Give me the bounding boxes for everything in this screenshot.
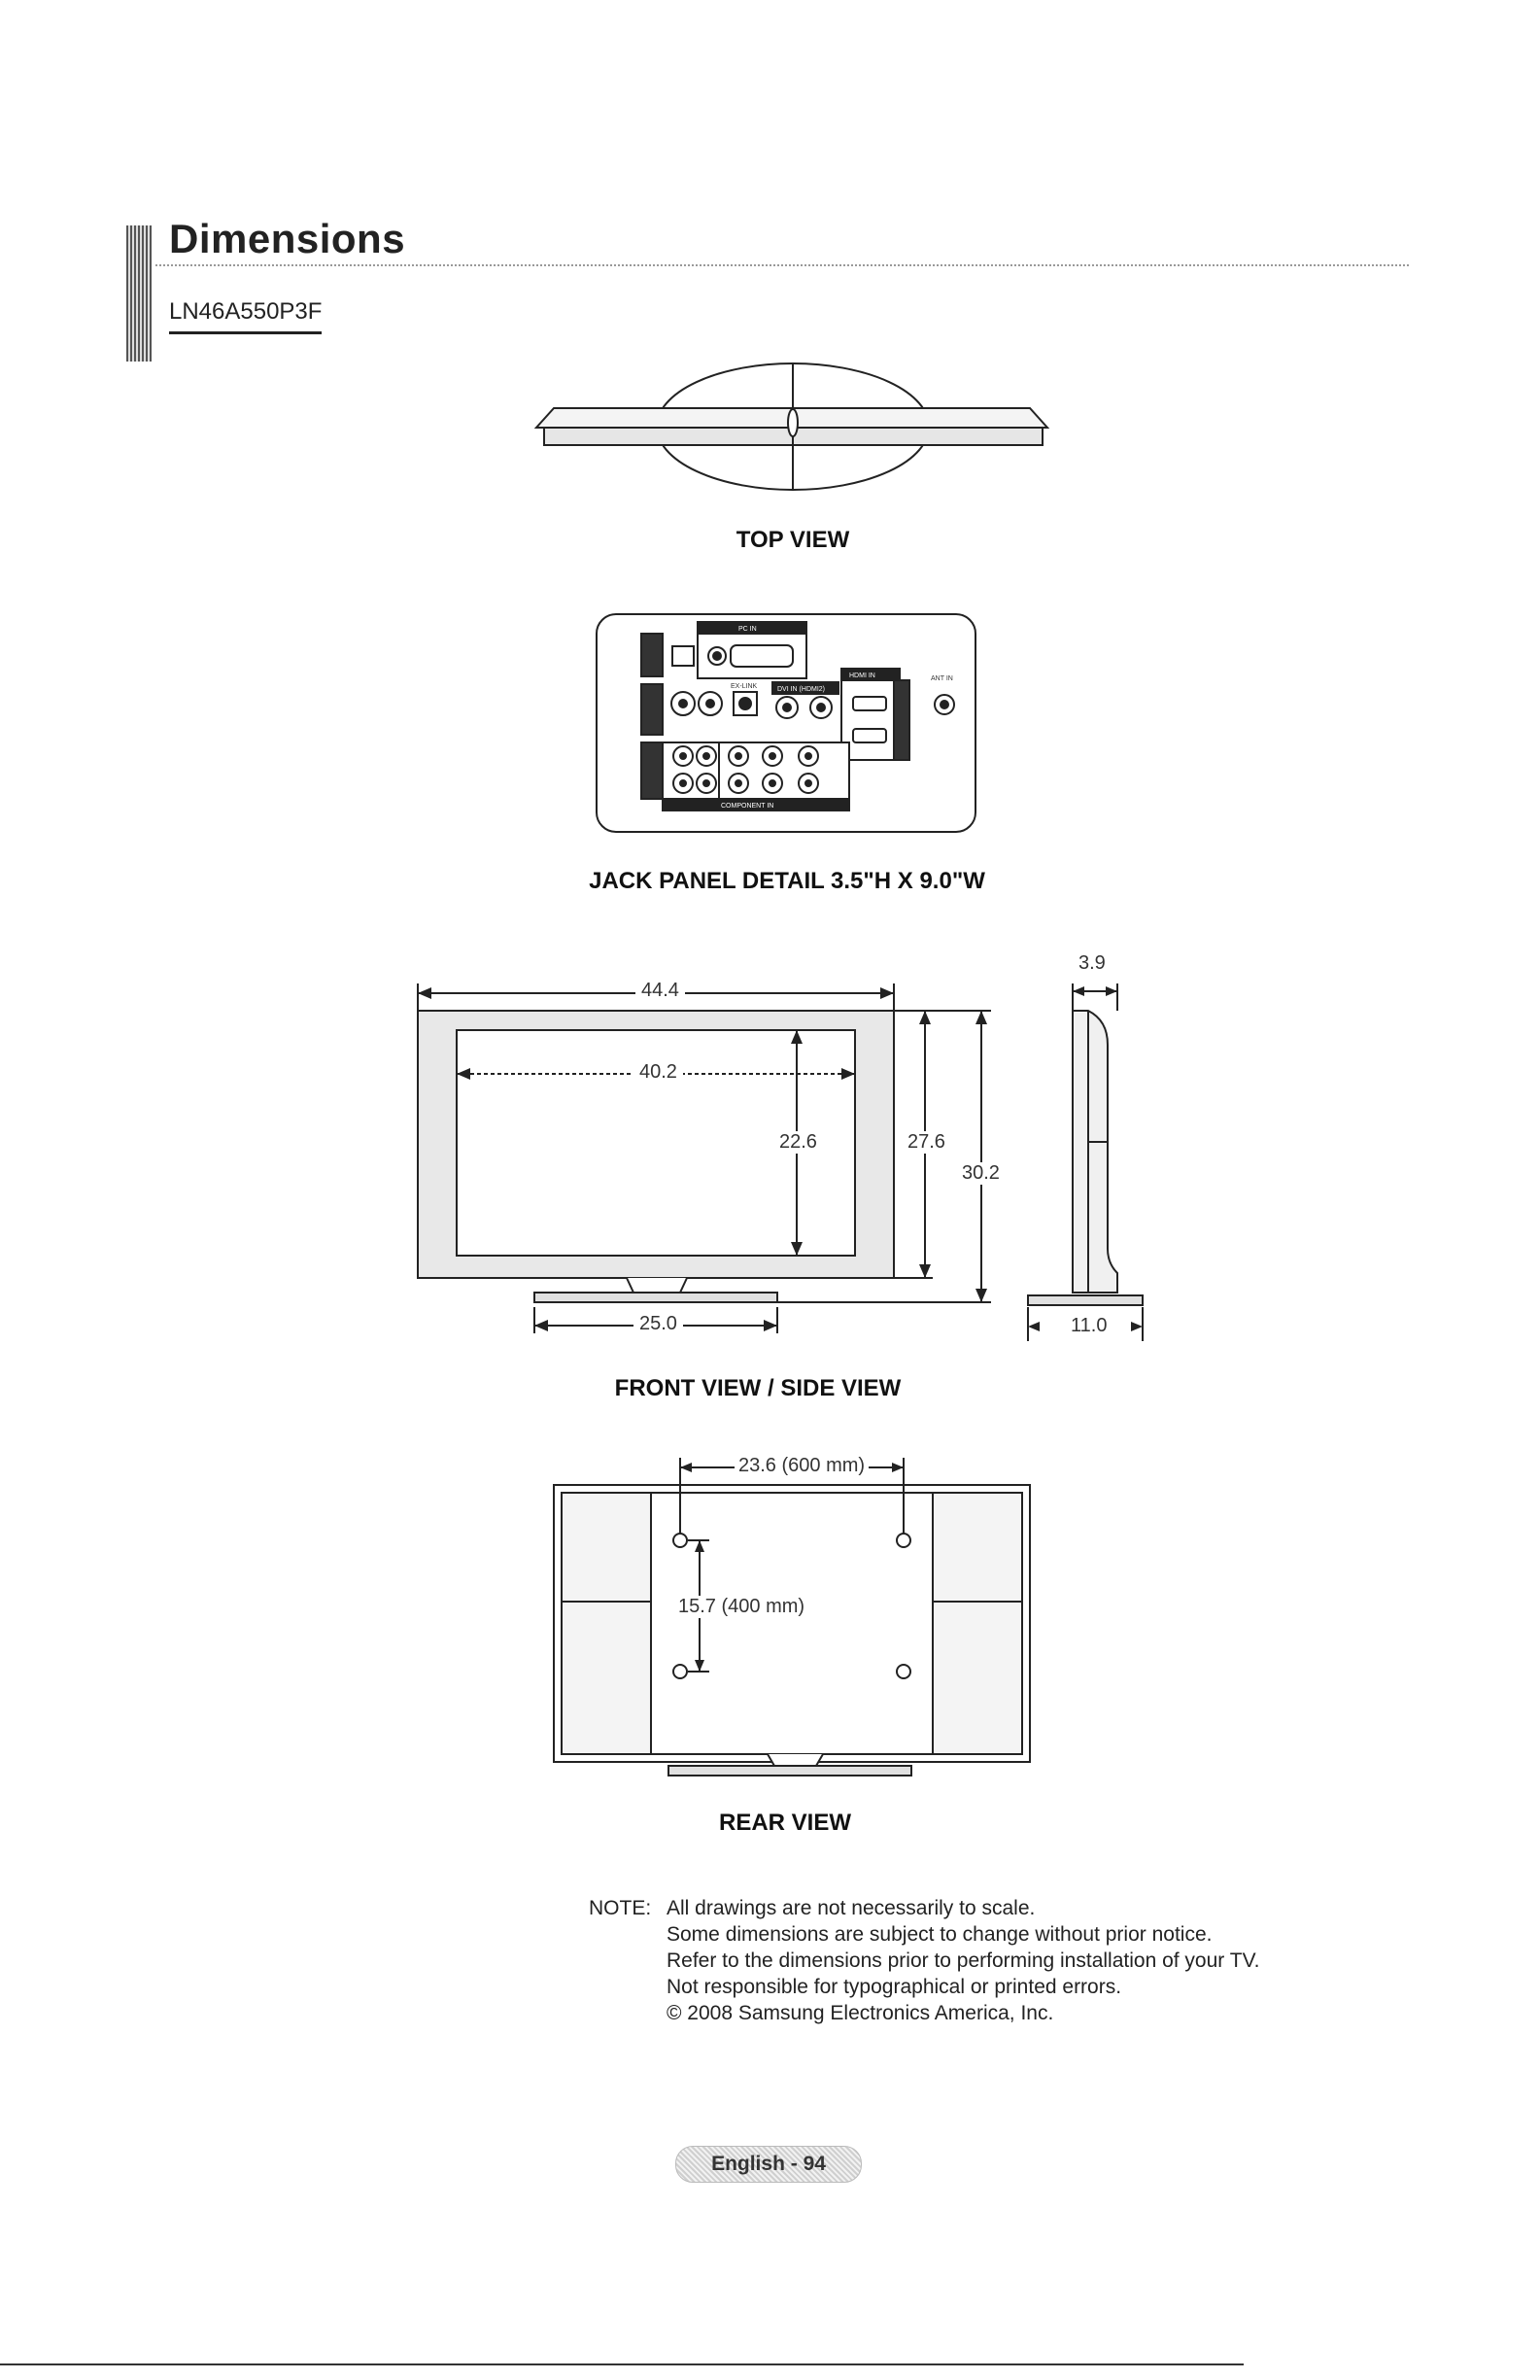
note-line-4: Not responsible for typographical or pri… <box>667 1976 1122 1998</box>
note-line-3: Refer to the dimensions prior to perform… <box>667 1949 1260 1972</box>
note-label: NOTE: <box>589 1897 652 1919</box>
jack-panel-caption: JACK PANEL DETAIL 3.5"H X 9.0"W <box>589 868 985 894</box>
note-block: NOTE:All drawings are not necessarily to… <box>589 1895 1259 2026</box>
jack-label-ex-link: EX-LINK <box>731 683 758 690</box>
dim-overall-width: 44.4 <box>635 980 685 1002</box>
title-divider <box>155 264 1409 266</box>
page-title: Dimensions <box>169 216 406 261</box>
jack-label-hdmi: HDMI IN <box>849 673 875 679</box>
dim-depth-top: 3.9 <box>1078 952 1106 974</box>
title-accent-bar <box>126 225 152 362</box>
jack-label-pc-in: PC IN <box>738 626 757 633</box>
dim-screen-height: 22.6 <box>775 1131 821 1154</box>
front-side-view-caption: FRONT VIEW / SIDE VIEW <box>614 1375 902 1401</box>
dim-overall-height: 30.2 <box>958 1162 1004 1185</box>
dim-screen-width: 40.2 <box>633 1061 683 1084</box>
jack-label-dvi: DVI IN (HDMI2) <box>777 686 825 693</box>
note-line-5: © 2008 Samsung Electronics America, Inc. <box>667 2002 1054 2024</box>
jack-label-ant-in: ANT IN <box>931 675 953 682</box>
bottom-rule <box>0 2363 1244 2365</box>
dim-mount-horizontal: 23.6 (600 mm) <box>735 1455 870 1477</box>
dim-stand-depth: 11.0 <box>1067 1315 1112 1337</box>
page-number-badge: English - 94 <box>675 2146 862 2183</box>
rear-view-caption: REAR VIEW <box>718 1810 851 1836</box>
note-line-2: Some dimensions are subject to change wi… <box>667 1923 1213 1946</box>
dim-stand-width: 25.0 <box>633 1313 683 1335</box>
top-view-caption: TOP VIEW <box>736 527 850 553</box>
dim-mount-vertical: 15.7 (400 mm) <box>674 1596 809 1618</box>
jack-label-component: COMPONENT IN <box>721 803 773 810</box>
dim-body-height: 27.6 <box>904 1131 949 1154</box>
note-line-1: NOTE:All drawings are not necessarily to… <box>589 1897 1036 1919</box>
model-number: LN46A550P3F <box>169 298 323 334</box>
